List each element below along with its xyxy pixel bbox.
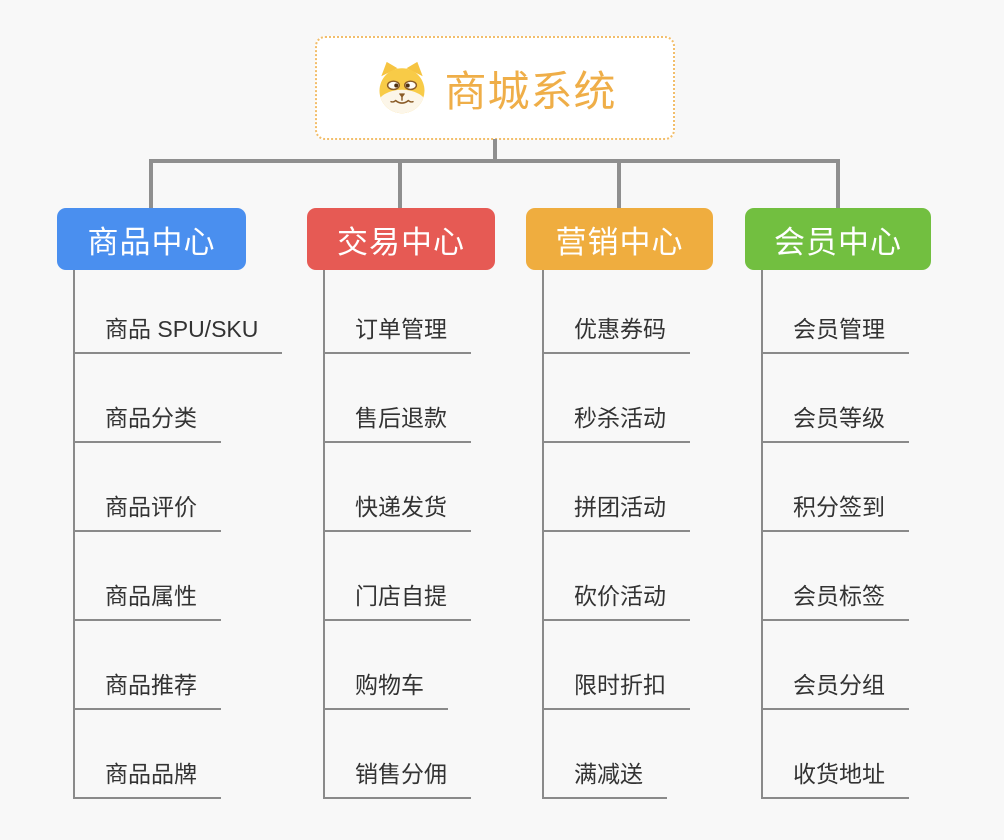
leaf-node[interactable]: 商品推荐 [75, 670, 221, 710]
leaf-node[interactable]: 商品品牌 [75, 759, 221, 799]
leaf-node[interactable]: 销售分佣 [325, 759, 471, 799]
branch-node-trade-center[interactable]: 交易中心 [307, 208, 495, 270]
leaf-node[interactable]: 商品评价 [75, 492, 221, 532]
leaf-node[interactable]: 优惠券码 [544, 314, 690, 354]
leaf-node[interactable]: 会员管理 [763, 314, 909, 354]
branch-node-product-center[interactable]: 商品中心 [57, 208, 246, 270]
root-title: 商城系统 [444, 67, 617, 115]
leaf-node[interactable]: 收货地址 [763, 759, 909, 799]
leaf-node[interactable]: 拼团活动 [544, 492, 690, 532]
leaf-node[interactable]: 秒杀活动 [544, 403, 690, 443]
branch-drop-line [149, 159, 153, 209]
leaf-node[interactable]: 限时折扣 [544, 670, 690, 710]
leaf-node[interactable]: 会员等级 [763, 403, 909, 443]
leaf-node[interactable]: 满减送 [544, 759, 667, 799]
branch-children-column-member: 会员管理 会员等级 积分签到 会员标签 会员分组 收货地址 [761, 270, 909, 799]
branch-node-member-center[interactable]: 会员中心 [745, 208, 931, 270]
root-node[interactable]: 商城系统 [315, 36, 675, 140]
leaf-node[interactable]: 售后退款 [325, 403, 471, 443]
branch-children-column-trade: 订单管理 售后退款 快递发货 门店自提 购物车 销售分佣 [323, 270, 471, 799]
dog-face-icon [373, 61, 431, 115]
leaf-node[interactable]: 门店自提 [325, 581, 471, 621]
leaf-node[interactable]: 购物车 [325, 670, 448, 710]
branch-drop-line [836, 159, 840, 209]
root-connector-line [493, 139, 497, 161]
branch-children-column-product: 商品 SPU/SKU 商品分类 商品评价 商品属性 商品推荐 商品品牌 [73, 270, 283, 799]
branch-node-marketing-center[interactable]: 营销中心 [526, 208, 713, 270]
leaf-node[interactable]: 会员分组 [763, 670, 909, 710]
leaf-node[interactable]: 商品 SPU/SKU [75, 314, 283, 354]
leaf-node[interactable]: 订单管理 [325, 314, 471, 354]
leaf-node[interactable]: 商品属性 [75, 581, 221, 621]
branch-bus-line [149, 159, 840, 163]
branch-drop-line [398, 159, 402, 209]
branch-drop-line [617, 159, 621, 209]
leaf-node[interactable]: 积分签到 [763, 492, 909, 532]
leaf-node[interactable]: 商品分类 [75, 403, 221, 443]
branch-children-column-marketing: 优惠券码 秒杀活动 拼团活动 砍价活动 限时折扣 满减送 [542, 270, 690, 799]
leaf-node[interactable]: 快递发货 [325, 492, 471, 532]
leaf-node[interactable]: 会员标签 [763, 581, 909, 621]
leaf-node[interactable]: 砍价活动 [544, 581, 690, 621]
